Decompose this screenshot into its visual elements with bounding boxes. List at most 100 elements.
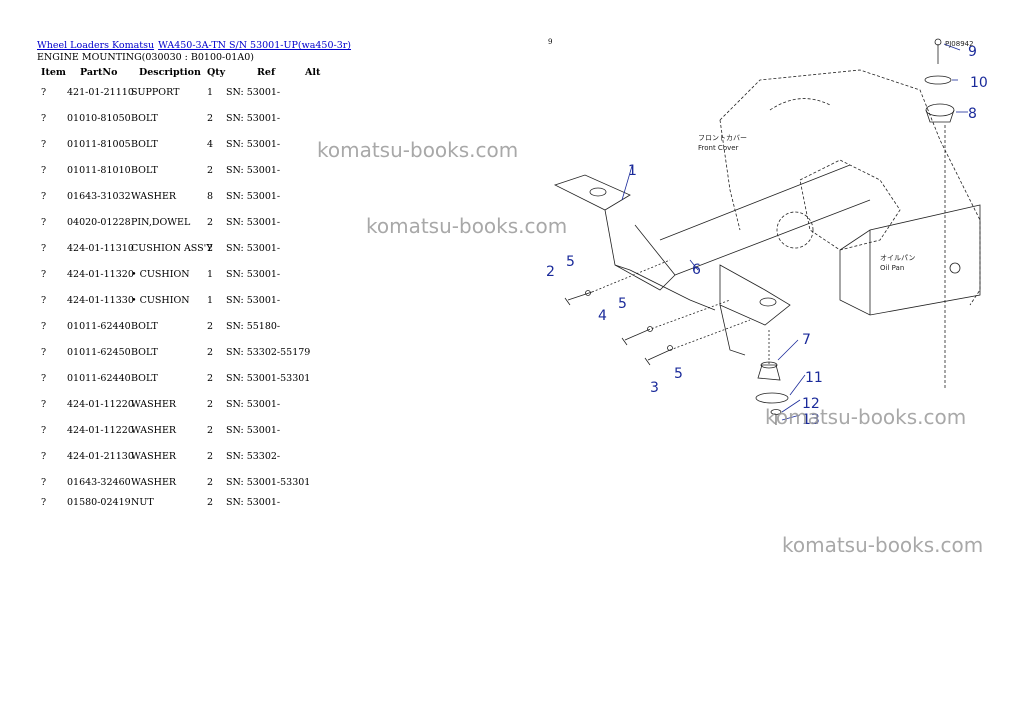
cell-ref: SN: 53302-55179 (226, 347, 311, 358)
cell-description: WASHER (131, 451, 177, 462)
cell-ref: SN: 53001- (226, 399, 281, 410)
cushion-top (924, 38, 955, 390)
section-title: ENGINE MOUNTING(030030 : B0100-01A0) (37, 52, 254, 63)
cell-part-no: 01580-02419 (67, 497, 131, 508)
cell-qty: 1 (207, 87, 214, 98)
callout-7: 7 (802, 332, 811, 348)
table-row: ? 01643-32460 WASHER 2 SN: 53001-53301 (0, 477, 330, 491)
cell-item: ? (41, 113, 47, 124)
cell-item: ? (41, 269, 47, 280)
cell-description: BOLT (131, 139, 158, 150)
cell-description: BOLT (131, 321, 158, 332)
table-row: ? 424-01-11310 CUSHION ASS'Y 2 SN: 53001… (0, 243, 330, 257)
table-row: ? 424-01-11330 • CUSHION 1 SN: 53001- (0, 295, 330, 309)
cell-qty: 2 (207, 113, 214, 124)
cell-part-no: 424-01-11320 (67, 269, 134, 280)
cell-part-no: 01643-31032 (67, 191, 131, 202)
cell-description: WASHER (131, 399, 177, 410)
cell-part-no: 424-01-21130 (67, 451, 134, 462)
cell-qty: 2 (207, 165, 214, 176)
cell-ref: SN: 53001- (226, 295, 281, 306)
cell-description: • CUSHION (131, 295, 190, 306)
cell-ref: SN: 53001- (226, 217, 281, 228)
cell-item: ? (41, 165, 47, 176)
cell-ref: SN: 53001- (226, 425, 281, 436)
cell-ref: SN: 53001- (226, 191, 281, 202)
callout-2: 2 (546, 264, 555, 280)
cell-part-no: 01011-62450 (67, 347, 131, 358)
cell-ref: SN: 53001- (226, 87, 281, 98)
table-row: ? 01011-62440 BOLT 2 SN: 53001-53301 (0, 373, 330, 387)
table-row: ? 424-01-11220 WASHER 2 SN: 53001- (0, 425, 330, 439)
cell-description: NUT (131, 497, 154, 508)
cell-qty: 2 (207, 425, 214, 436)
cell-qty: 2 (207, 373, 214, 384)
header-ref: Ref (257, 67, 276, 78)
cell-description: WASHER (131, 191, 177, 202)
breadcrumb-link-wheel-loaders[interactable]: Wheel Loaders Komatsu (37, 40, 155, 51)
table-row: ? 01643-31032 WASHER 8 SN: 53001- (0, 191, 330, 205)
cell-description: CUSHION ASS'Y (131, 243, 213, 254)
cell-item: ? (41, 477, 47, 488)
callout-12: 12 (802, 396, 820, 412)
cell-ref: SN: 53001- (226, 269, 281, 280)
front-cover-label: Front Cover (698, 144, 739, 152)
cell-part-no: 01643-32460 (67, 477, 131, 488)
cell-item: ? (41, 191, 47, 202)
callout-11: 11 (805, 370, 823, 386)
watermark: komatsu-books.com (317, 138, 519, 162)
breadcrumb-link-model[interactable]: WA450-3A-TN S/N 53001-UP(wa450-3r) (158, 40, 352, 51)
cell-qty: 2 (207, 243, 214, 254)
table-row: ? 421-01-21110 SUPPORT 1 SN: 53001- (0, 87, 330, 101)
table-row: ? 01011-81005 BOLT 4 SN: 53001- (0, 139, 330, 153)
cell-ref: SN: 53001-53301 (226, 477, 311, 488)
callout-8: 8 (968, 106, 977, 122)
table-row: ? 04020-01228 PIN,DOWEL 2 SN: 53001- (0, 217, 330, 231)
callout-10: 10 (970, 75, 988, 91)
cell-ref: SN: 55180- (226, 321, 281, 332)
page-number: 9 (548, 38, 553, 46)
cell-item: ? (41, 425, 47, 436)
header-description: Description (139, 67, 201, 78)
cell-description: WASHER (131, 477, 177, 488)
callout-3: 3 (650, 380, 659, 396)
cell-part-no: 424-01-11310 (67, 243, 134, 254)
oil-pan-jp-label: オイルパン (880, 254, 915, 262)
cell-qty: 2 (207, 217, 214, 228)
cell-item: ? (41, 497, 47, 508)
cell-part-no: 01010-81050 (67, 113, 131, 124)
cell-description: WASHER (131, 425, 177, 436)
bolts (564, 259, 751, 366)
oil-pan-outline (839, 204, 981, 316)
cell-qty: 4 (207, 139, 214, 150)
watermark: komatsu-books.com (782, 533, 984, 557)
table-row: ? 424-01-21130 WASHER 2 SN: 53302- (0, 451, 330, 465)
watermark: komatsu-books.com (765, 405, 967, 429)
cell-part-no: 424-01-11220 (67, 425, 134, 436)
cell-ref: SN: 53001- (226, 497, 281, 508)
callout-5: 5 (674, 366, 683, 382)
cell-ref: SN: 53001- (226, 243, 281, 254)
header-alt: Alt (305, 67, 321, 78)
cell-part-no: 01011-81005 (67, 139, 131, 150)
cell-item: ? (41, 321, 47, 332)
cell-item: ? (41, 347, 47, 358)
callout-4: 4 (598, 308, 607, 324)
callout-9: 9 (968, 44, 977, 60)
cell-qty: 2 (207, 321, 214, 332)
cell-part-no: 424-01-11330 (67, 295, 134, 306)
callout-6: 6 (692, 262, 701, 278)
callout-5: 5 (618, 296, 627, 312)
header-qty: Qty (207, 67, 226, 78)
table-row: ? 424-01-11320 • CUSHION 1 SN: 53001- (0, 269, 330, 283)
cell-ref: SN: 53001- (226, 113, 281, 124)
cell-item: ? (41, 295, 47, 306)
support-bracket (553, 164, 871, 356)
cell-description: BOLT (131, 113, 158, 124)
header-part-no: PartNo (80, 67, 118, 78)
cell-qty: 1 (207, 269, 214, 280)
cell-qty: 2 (207, 347, 214, 358)
table-row: ? 01010-81050 BOLT 2 SN: 53001- (0, 113, 330, 127)
exploded-parts-diagram: 1 2 3 4 5 5 5 6 7 8 9 10 11 12 13 PJ0894… (546, 38, 988, 428)
cell-part-no: 424-01-11220 (67, 399, 134, 410)
